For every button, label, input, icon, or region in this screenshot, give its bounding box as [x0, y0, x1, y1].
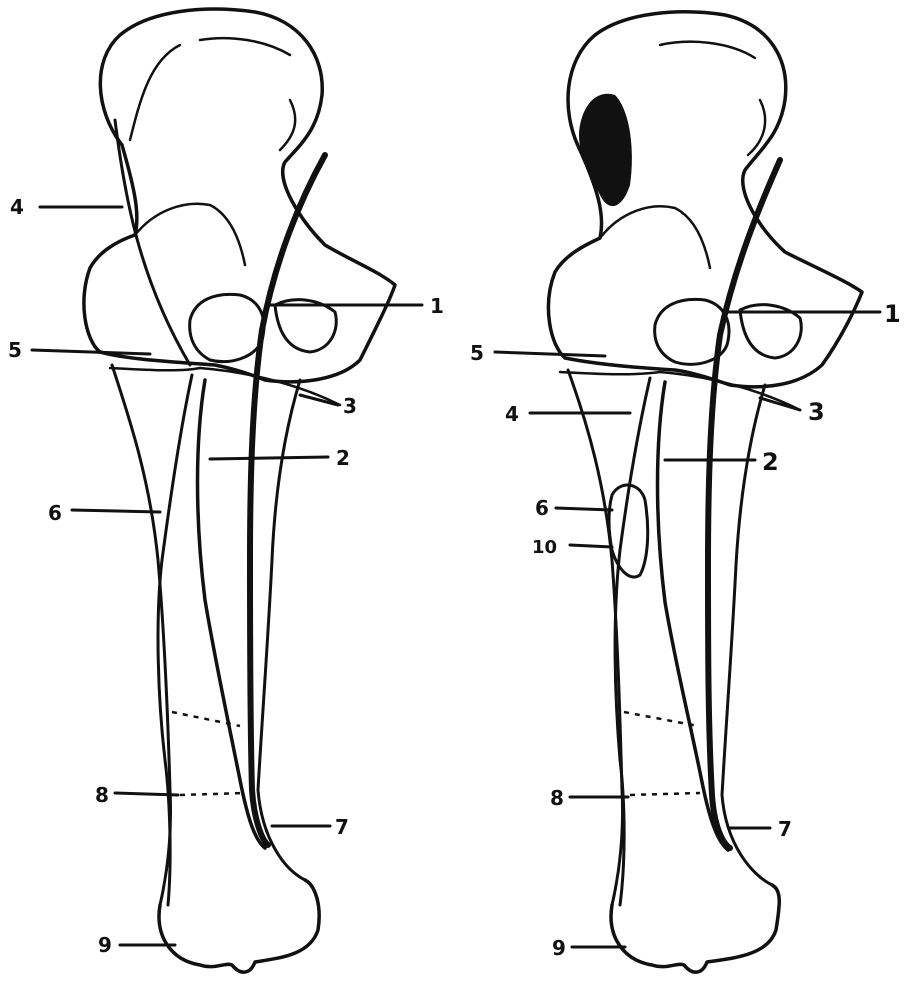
left-femur-medial-edge: [258, 380, 305, 880]
right-labels: 1 5 3 4 2 6 10 8 7 9: [470, 300, 901, 960]
left-labels: 4 1 5 3 2 6 8 7 9: [8, 195, 444, 957]
left-ilium-contour: [130, 38, 295, 150]
right-label-9: 9: [552, 936, 566, 960]
right-ilium-contour: [660, 42, 765, 155]
right-label-8: 8: [550, 786, 564, 810]
left-label-8: 8: [95, 783, 109, 807]
right-ischium-contour: [600, 206, 710, 268]
left-femur-condyles: [159, 880, 319, 972]
left-label-9: 9: [98, 933, 112, 957]
left-leader-8: [115, 793, 178, 795]
left-hip-bone: [84, 9, 395, 382]
left-label-2: 2: [336, 446, 350, 470]
right-label-3: 3: [808, 398, 825, 426]
right-label-4: 4: [505, 402, 519, 426]
right-label-2: 2: [762, 448, 779, 476]
left-leader-5: [32, 350, 150, 354]
left-label-7: 7: [335, 815, 349, 839]
right-leader-10: [570, 545, 612, 547]
right-leader-5: [495, 352, 605, 356]
right-leader-6: [556, 508, 612, 510]
left-label-6: 6: [48, 501, 62, 525]
left-dashed-line-upper: [172, 712, 240, 726]
left-label-3: 3: [343, 394, 357, 418]
right-label-10: 10: [532, 537, 557, 558]
left-label-4: 4: [10, 195, 24, 219]
left-dashed-line-lower: [180, 793, 245, 795]
left-femur-lateral-edge: [112, 365, 171, 905]
right-label-6: 6: [535, 496, 549, 520]
left-label-5: 5: [8, 338, 22, 362]
right-vessel-1: [708, 160, 780, 848]
left-pubic-contour: [275, 300, 336, 352]
left-leader-lines: [32, 207, 422, 945]
left-leader-6: [72, 510, 160, 512]
right-label-5: 5: [470, 341, 484, 365]
left-ischium-contour: [135, 204, 245, 265]
right-label-1: 1: [884, 300, 901, 328]
right-label-7: 7: [778, 817, 792, 841]
right-hip-bone: [548, 12, 862, 387]
left-obturator-foramen: [190, 294, 264, 361]
right-femur-figure: [548, 12, 862, 972]
left-leader-2: [210, 457, 328, 459]
right-vessel-4: [615, 378, 650, 905]
right-dashed-line-lower: [630, 793, 700, 795]
right-shaded-region: [579, 94, 632, 206]
right-vessel-2: [658, 382, 729, 850]
right-femur-condyles: [611, 885, 779, 972]
left-label-1: 1: [430, 294, 444, 318]
